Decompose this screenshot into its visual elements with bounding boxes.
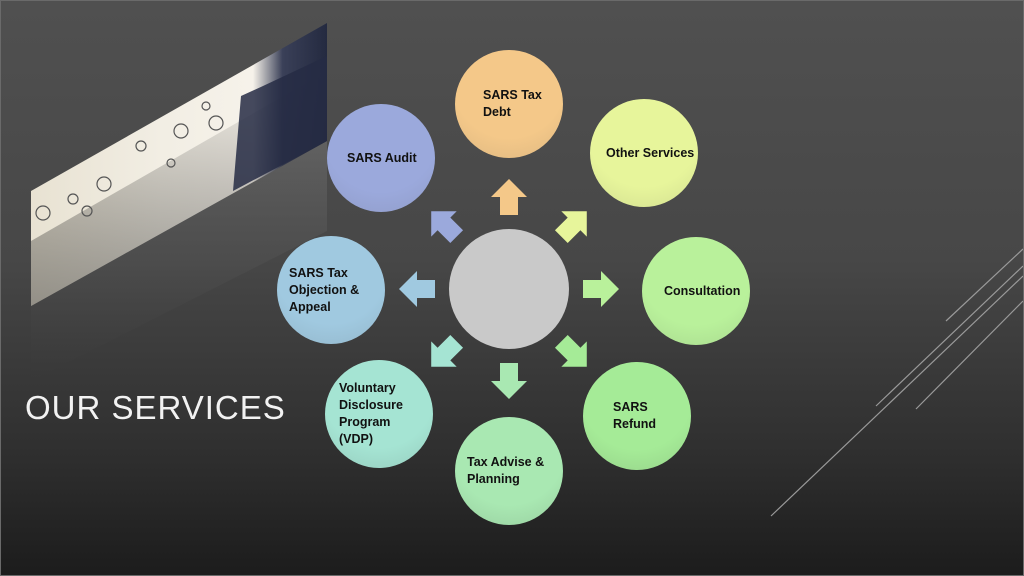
service-circle: Voluntary Disclosure Program (VDP) (325, 360, 433, 468)
service-label: Tax Advise & Planning (467, 455, 545, 486)
service-circle: SARS Tax Objection & Appeal (277, 236, 385, 344)
arrow-down-icon (491, 363, 527, 399)
service-label: SARS Audit (347, 150, 417, 165)
service-circle: SARS Audit (327, 104, 435, 212)
arrow-down-right-icon (554, 334, 587, 367)
photo-reflection (31, 141, 327, 381)
service-label: SARS Refund (613, 400, 657, 431)
service-circle: Tax Advise & Planning (455, 417, 563, 525)
arrow-up-icon (491, 179, 527, 215)
arrow-right-icon (583, 271, 619, 307)
service-label: SARS Tax Debt (483, 88, 542, 119)
service-circle: SARS Tax Debt (455, 50, 563, 158)
slide-title: OUR SERVICES (25, 389, 286, 426)
service-circle: Other Services (590, 99, 698, 207)
arrow-down-left-icon (431, 334, 464, 367)
arrow-up-left-icon (431, 211, 464, 244)
service-label: Consultation (664, 283, 741, 298)
service-label: Other Services (606, 145, 695, 160)
service-label: SARS Tax Objection & Appeal (289, 265, 360, 314)
gear-icons (35, 101, 224, 221)
service-circle: SARS Refund (583, 362, 691, 470)
center-circle (449, 229, 569, 349)
arrow-up-right-icon (554, 211, 587, 244)
service-label: Voluntary Disclosure Program (VDP) (339, 381, 403, 446)
service-circle: Consultation (642, 237, 750, 345)
decorative-lines (770, 248, 1023, 517)
arrow-left-icon (399, 271, 435, 307)
